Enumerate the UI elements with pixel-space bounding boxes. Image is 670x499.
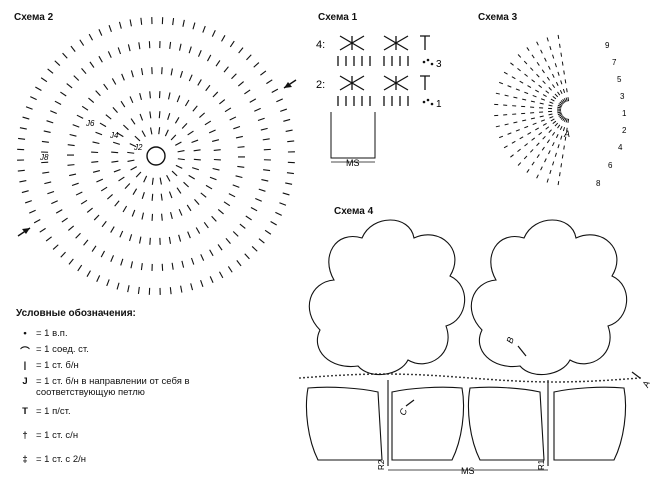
- scheme4-title: Схема 4: [334, 206, 374, 217]
- s3-point-a: A: [563, 129, 570, 139]
- s3-label-9: 9: [605, 41, 610, 50]
- s4-point-c: C: [397, 407, 409, 417]
- s1-row-2: 2:: [316, 79, 325, 91]
- s1-row-4: 4:: [316, 39, 325, 51]
- s3-label-5: 5: [617, 75, 622, 84]
- s4-point-b: B: [504, 336, 515, 345]
- chain-stitch-icon: •: [23, 328, 27, 339]
- petal-2: [391, 386, 465, 461]
- petal-4: [553, 386, 627, 461]
- s1-row-1: 1: [436, 99, 442, 110]
- right-flower-outline: [470, 219, 628, 376]
- s4-r2: R2: [377, 459, 386, 470]
- s1-ms-label: MS: [346, 158, 360, 168]
- single-crochet-icon: |: [23, 360, 27, 371]
- legend-item-slip: ⌒ = 1 соед. ст.: [14, 344, 246, 358]
- magic-ring: [146, 146, 166, 166]
- petal-1: [305, 386, 383, 461]
- legend-item-hdc: T = 1 п/ст.: [14, 406, 246, 417]
- legend-item-dc: † = 1 ст. с/н: [14, 430, 246, 441]
- legend-item-chain: • = 1 в.п.: [14, 328, 246, 339]
- s1-row-3: 3: [436, 59, 442, 70]
- s3-label-4: 4: [618, 143, 623, 152]
- left-flower-outline: [308, 219, 466, 376]
- half-double-crochet-icon: T: [22, 406, 28, 417]
- legend-item-tr: ‡ = 1 ст. с 2/н: [14, 454, 246, 465]
- s2-label-j8: J8: [39, 153, 49, 162]
- s3-label-8: 8: [596, 179, 601, 188]
- treble-crochet-icon: ‡: [22, 454, 28, 465]
- s4-r1: R1: [537, 459, 546, 470]
- s3-label-7: 7: [612, 58, 617, 67]
- s4-point-a: A: [640, 380, 652, 390]
- legend-title: Условные обозначения:: [16, 308, 136, 319]
- scheme2-title: Схема 2: [14, 12, 54, 23]
- legend-item-sc-back: J = 1 ст. б/н в направлении от себя в со…: [14, 376, 246, 398]
- petal-3: [467, 386, 545, 461]
- s3-label-2: 2: [622, 126, 627, 135]
- s3-label-6: 6: [608, 161, 613, 170]
- legend-item-sc: | = 1 ст. б/н: [14, 360, 246, 371]
- s2-label-j6: J6: [85, 119, 95, 128]
- scheme1-title: Схема 1: [318, 12, 358, 23]
- slip-stitch-icon: ⌒: [20, 347, 30, 358]
- single-crochet-back-loop-icon: J: [22, 376, 28, 387]
- s2-label-j2: J2: [133, 143, 143, 152]
- s3-label-3: 3: [620, 92, 625, 101]
- s4-ms-label: MS: [461, 466, 475, 476]
- scheme3-title: Схема 3: [478, 12, 518, 23]
- arrowhead-icon: [284, 82, 292, 88]
- s2-label-j4: J4: [109, 131, 119, 140]
- s3-label-1: 1: [622, 109, 627, 118]
- double-crochet-icon: †: [22, 430, 28, 441]
- arrowhead-icon: [22, 228, 30, 234]
